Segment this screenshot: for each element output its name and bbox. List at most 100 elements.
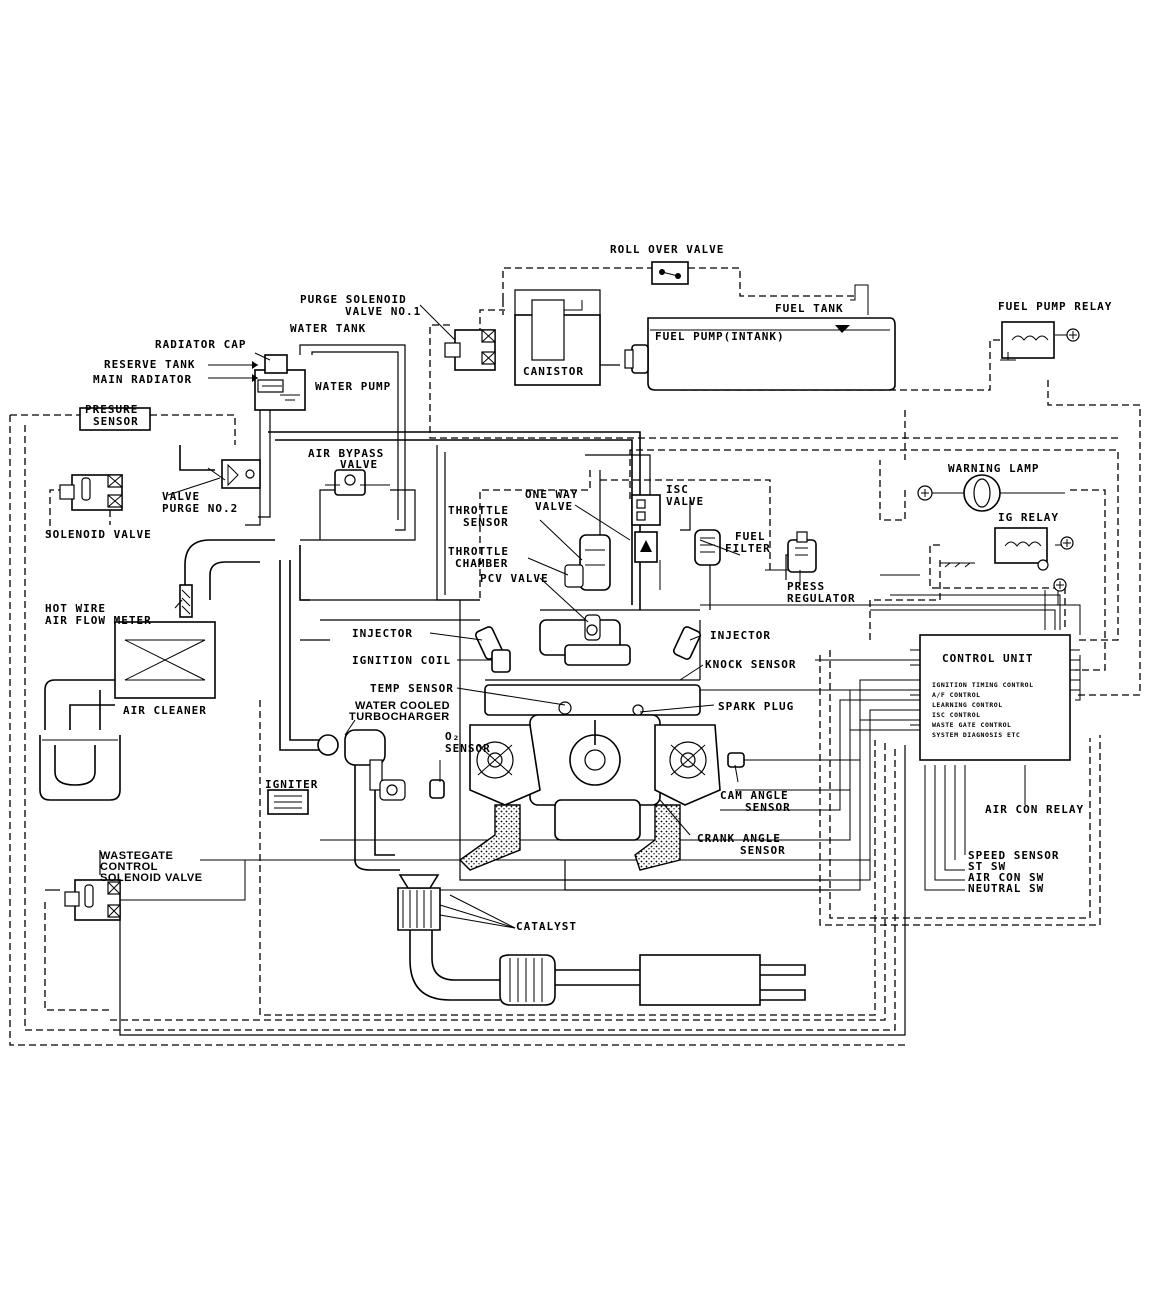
label-wastegate-solenoid: SOLENOID VALVE <box>100 872 203 884</box>
control-unit-box <box>910 634 1080 761</box>
label-presure: PRESURE <box>85 403 138 416</box>
o2-sensor-part <box>429 779 445 799</box>
throttle-chamber <box>564 534 611 591</box>
label-fuel-pump-relay: FUEL PUMP RELAY <box>998 300 1112 313</box>
label-cam-angle: CAM ANGLE <box>720 789 789 802</box>
ignition-coil-part <box>491 649 511 673</box>
fuel-pump-relay <box>1000 321 1080 361</box>
press-regulator <box>787 531 817 573</box>
label-one-way-valve: VALVE <box>535 500 573 513</box>
engine-block <box>469 684 721 841</box>
label-air-cleaner: AIR CLEANER <box>123 704 207 717</box>
label-o2-sensor: SENSOR <box>445 742 491 755</box>
exhaust-manifolds <box>458 804 681 871</box>
label-throttle-2: THROTTLE <box>448 545 509 558</box>
wastegate-solenoid <box>64 879 121 921</box>
label-o2: O₂ <box>445 730 460 743</box>
label-cam-angle-sensor: SENSOR <box>745 801 791 814</box>
label-fuel-pump: FUEL PUMP(INTANK) <box>655 330 785 343</box>
label-press: PRESS <box>787 580 825 593</box>
label-roll-over-valve: ROLL OVER VALVE <box>610 243 724 256</box>
ig-relay <box>940 527 1074 592</box>
label-air-bypass-valve: VALVE <box>340 458 378 471</box>
cu-func-1: IGNITION TIMING CONTROL <box>932 681 1034 689</box>
fuel-filter <box>694 529 721 566</box>
label-water-cooled: WATER COOLED <box>355 700 450 712</box>
label-presure-sensor: SENSOR <box>93 415 139 428</box>
label-water-tank: WATER TANK <box>290 322 366 335</box>
air-cleaner <box>39 621 216 801</box>
one-way-valve <box>634 531 658 563</box>
label-ignition-coil: IGNITION COIL <box>352 654 451 667</box>
label-injector-right: INJECTOR <box>710 629 771 642</box>
label-neutral-sw: NEUTRAL SW <box>968 882 1044 895</box>
label-st-sw: ST SW <box>968 860 1006 873</box>
label-solenoid-valve: SOLENOID VALVE <box>45 528 152 541</box>
presure-sensor <box>79 407 151 431</box>
label-radiator-cap: RADIATOR CAP <box>155 338 246 351</box>
label-injector-left: INJECTOR <box>352 627 413 640</box>
label-isc-valve: VALVE <box>666 495 704 508</box>
label-main-radiator: MAIN RADIATOR <box>93 373 192 386</box>
label-control-unit: CONTROL UNIT <box>942 652 1033 665</box>
label-air-con-relay: AIR CON RELAY <box>985 803 1084 816</box>
label-press-regulator: REGULATOR <box>787 592 856 605</box>
label-spark-plug: SPARK PLUG <box>718 700 794 713</box>
hose-lines <box>44 289 1081 1036</box>
valve-purge-no2 <box>221 459 261 489</box>
label-throttle-chamber: CHAMBER <box>455 557 508 570</box>
label-wastegate: WASTEGATE <box>100 850 173 862</box>
label-valve-purge-no2: PURGE NO.2 <box>162 502 238 515</box>
canister <box>514 299 601 386</box>
hot-wire-air-flow-meter <box>179 584 193 618</box>
isc-valve <box>631 494 661 526</box>
label-canister: CANISTOR <box>523 365 584 378</box>
label-one-way: ONE WAY <box>525 488 578 501</box>
turbocharger <box>317 729 406 801</box>
label-fuel-filter: FILTER <box>725 542 771 555</box>
solenoid-valve <box>59 474 123 511</box>
cam-angle-sensor-part <box>727 752 745 768</box>
label-valve-purge: VALVE <box>162 490 200 503</box>
cu-func-3: LEARNING CONTROL <box>932 701 1003 709</box>
label-air-con-sw: AIR CON SW <box>968 871 1044 884</box>
label-hot-wire: HOT WIRE <box>45 602 106 615</box>
label-turbocharger: TURBOCHARGER <box>349 711 450 723</box>
injector-right-part <box>673 626 701 660</box>
label-knock-sensor: KNOCK SENSOR <box>705 658 796 671</box>
label-reserve-tank: RESERVE TANK <box>104 358 195 371</box>
label-throttle-sensor: SENSOR <box>463 516 509 529</box>
fuel-tank <box>647 284 896 391</box>
label-water-pump: WATER PUMP <box>315 380 391 393</box>
roll-over-valve <box>651 261 689 285</box>
radiator-assembly <box>208 354 306 411</box>
igniter-part <box>267 789 309 815</box>
label-catalyst: CATALYST <box>516 920 577 933</box>
cu-func-5: WASTE GATE CONTROL <box>932 721 1011 729</box>
intake-plenum <box>539 614 631 666</box>
cu-func-4: ISC CONTROL <box>932 711 981 719</box>
label-igniter: IGNITER <box>265 778 318 791</box>
label-purge-solenoid-1: PURGE SOLENOID <box>300 293 407 306</box>
air-bypass-valve <box>325 469 390 496</box>
label-air-bypass: AIR BYPASS <box>308 447 384 460</box>
cu-func-2: A/F CONTROL <box>932 691 981 699</box>
label-crank-angle: CRANK ANGLE <box>697 832 781 845</box>
leader-lines <box>167 304 801 929</box>
purge-solenoid-valve-1 <box>444 329 496 371</box>
label-fuel: FUEL <box>735 530 766 543</box>
fuel-pump <box>624 344 649 374</box>
label-wastegate-control: CONTROL <box>100 861 158 873</box>
warning-lamp <box>917 474 1065 512</box>
labels: ROLL OVER VALVE FUEL TANK FUEL PUMP RELA… <box>45 243 1112 933</box>
cu-func-6: SYSTEM DIAGNOSIS ETC <box>932 731 1020 739</box>
label-warning-lamp: WARNING LAMP <box>948 462 1039 475</box>
label-isc: ISC <box>666 483 689 496</box>
catalyst-part <box>397 874 761 1006</box>
label-temp-sensor: TEMP SENSOR <box>370 682 454 695</box>
label-purge-solenoid-1-b: VALVE NO.1 <box>345 305 421 318</box>
label-fuel-tank: FUEL TANK <box>775 302 844 315</box>
label-pcv-valve: PCV VALVE <box>480 572 549 585</box>
label-air-flow-meter: AIR FLOW METER <box>45 614 152 627</box>
